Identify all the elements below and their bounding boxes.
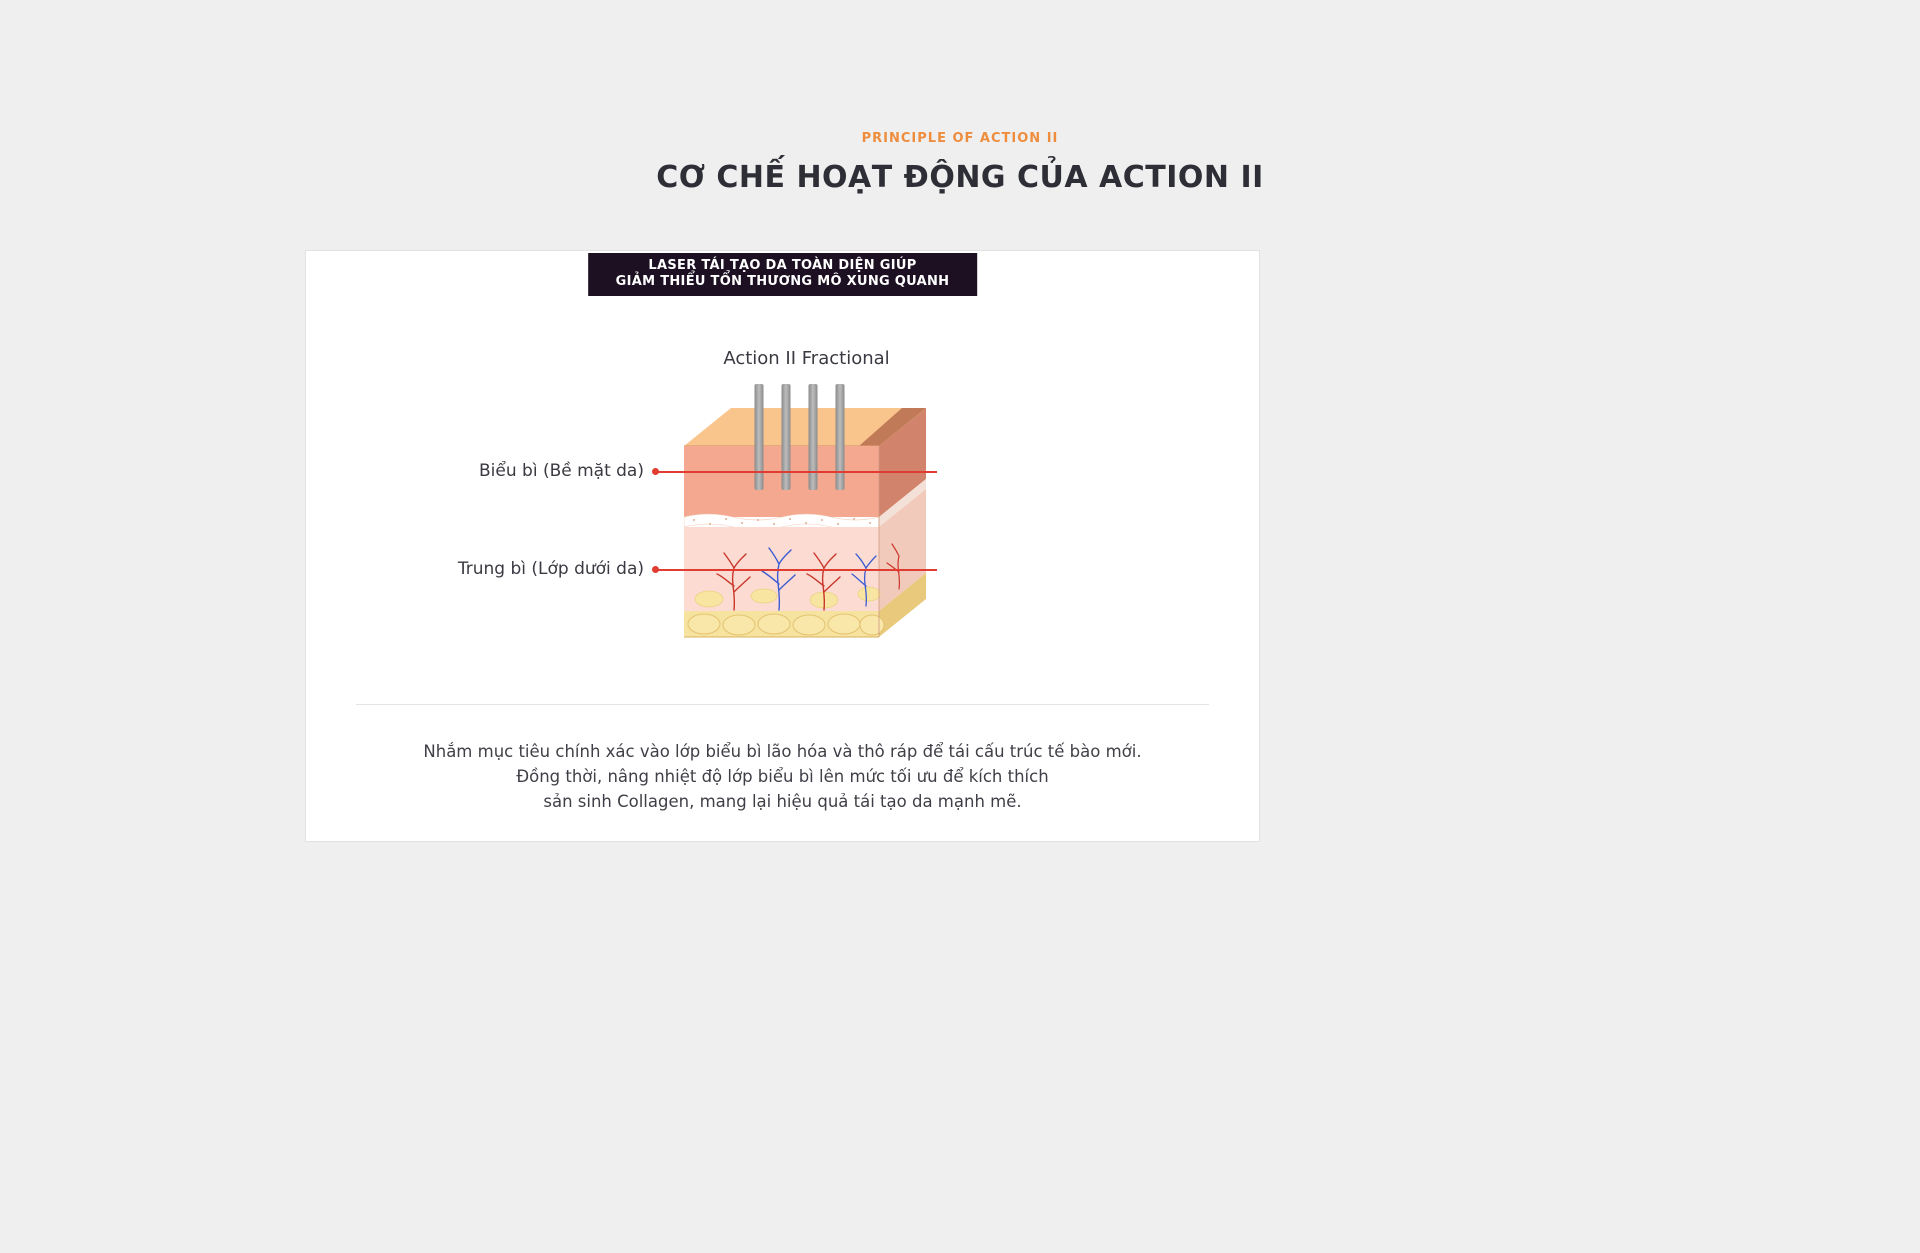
laser-beams — [754, 384, 845, 490]
badge-line-2: GIẢM THIỂU TỔN THƯƠNG MÔ XUNG QUANH — [615, 274, 950, 289]
content-card: LASER TÁI TẠO DA TOÀN DIỆN GIÚP GIẢM THI… — [305, 250, 1260, 842]
fat-layer — [684, 611, 885, 638]
skin-side-face — [879, 408, 926, 637]
epidermis-label: Biểu bì (Bề mặt da) — [479, 461, 644, 481]
divider — [356, 704, 1209, 705]
dermis-leader-line — [656, 569, 937, 571]
dermis-label: Trung bì (Lớp dưới da) — [457, 559, 644, 579]
dermis-leader-dot — [652, 566, 659, 573]
blood-vessels — [716, 543, 901, 611]
description-line-1: Nhắm mục tiêu chính xác vào lớp biểu bì … — [423, 742, 1142, 761]
description-line-2: Đồng thời, nâng nhiệt độ lớp biểu bì lên… — [516, 767, 1049, 786]
highlight-badge: LASER TÁI TẠO DA TOÀN DIỆN GIÚP GIẢM THI… — [587, 253, 978, 296]
page-title: CƠ CHẾ HOẠT ĐỘNG CỦA ACTION II — [656, 160, 1264, 195]
description-line-3: sản sinh Collagen, mang lại hiệu quả tái… — [543, 792, 1022, 811]
skin-diagram — [684, 384, 926, 638]
sebaceous-glands — [694, 586, 881, 609]
badge-line-1: LASER TÁI TẠO DA TOÀN DIỆN GIÚP — [648, 258, 917, 273]
description-paragraph: Nhắm mục tiêu chính xác vào lớp biểu bì … — [306, 739, 1259, 814]
epidermis-leader-line — [656, 471, 937, 473]
epidermis-leader-dot — [652, 468, 659, 475]
diagram-title: Action II Fractional — [723, 348, 890, 369]
section-eyebrow: PRINCIPLE OF ACTION II — [861, 131, 1059, 146]
